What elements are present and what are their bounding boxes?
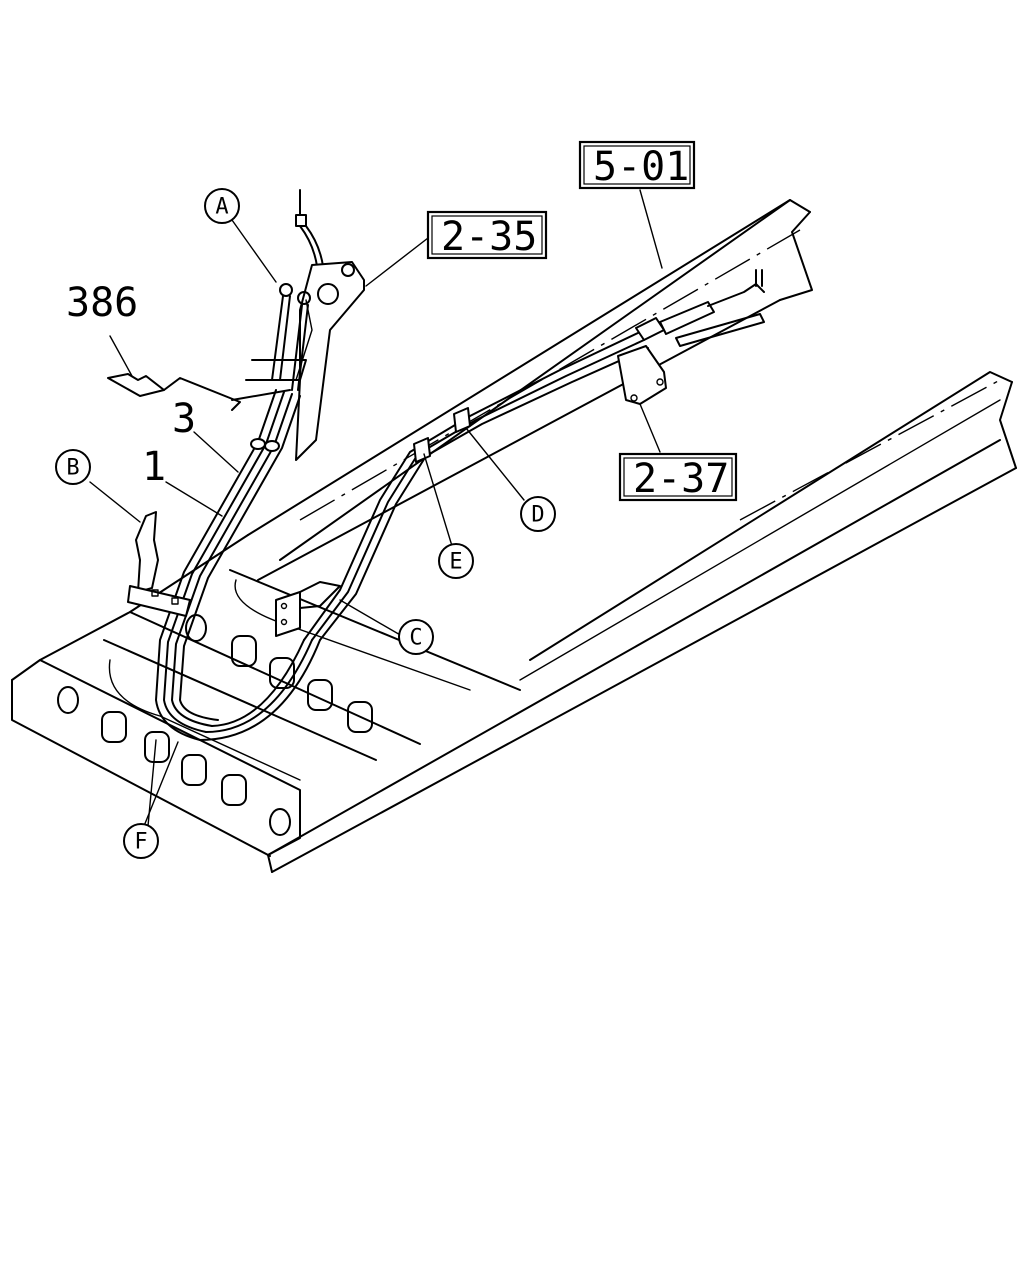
svg-text:D: D [531,503,544,528]
svg-text:A: A [215,195,228,220]
svg-text:C: C [409,626,422,651]
ref-2-35-label: 2-35 [441,214,537,260]
ref-box-2-35[interactable]: 2-35 [426,210,548,260]
right-frame-rail [267,371,1017,873]
callout-e: E [438,543,474,579]
brake-lever-assembly [231,189,365,461]
part-386-label: 386 [66,280,138,326]
svg-text:B: B [66,456,79,481]
front-cables [155,389,321,741]
ref-2-37-label: 2-37 [633,456,729,502]
leader-lines [89,189,663,827]
ref-5-01-label: 5-01 [593,144,689,190]
callout-d: D [520,496,556,532]
part-3-label: 3 [172,396,196,442]
callout-b: B [55,449,91,485]
ref-box-5-01[interactable]: 5-01 [578,140,696,190]
equalizer-bracket-2-37 [617,269,765,405]
ref-box-2-37[interactable]: 2-37 [618,452,738,502]
bracket-c [275,581,341,637]
cross-member [11,534,521,857]
bracket-b [127,511,191,617]
callout-c: C [398,619,434,655]
callout-a: A [204,188,240,224]
rear-cables [303,331,649,641]
clip-386 [107,373,241,411]
svg-text:F: F [134,830,147,855]
svg-text:E: E [449,550,462,575]
part-1-label: 1 [142,444,166,490]
callout-f: F [123,823,159,859]
